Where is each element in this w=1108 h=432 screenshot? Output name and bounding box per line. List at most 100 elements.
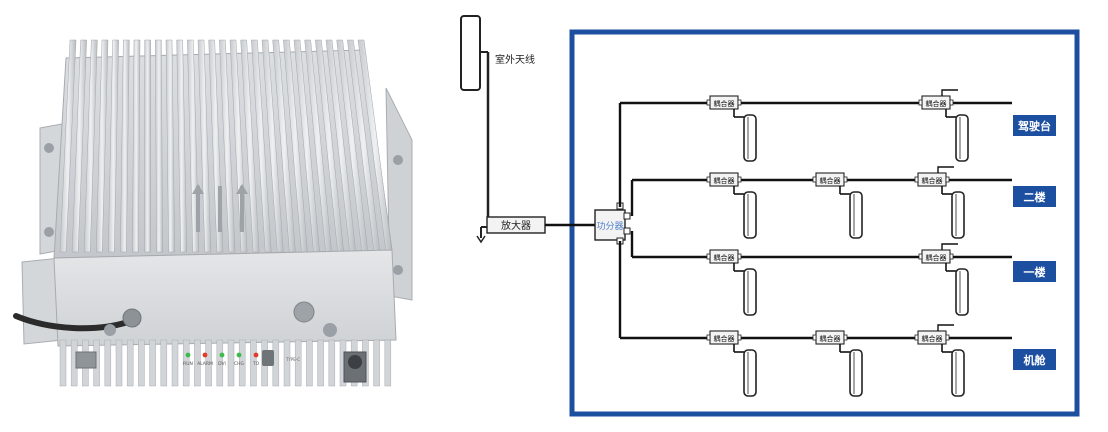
indoor-antenna: [743, 349, 757, 397]
led-label: DVI: [218, 361, 226, 367]
bottom-fin: [283, 339, 291, 387]
indoor-antenna: [743, 268, 757, 316]
bottom-fin: [317, 339, 324, 387]
led-status-panel: RUN ALARM DVI CHG TO: [183, 352, 260, 367]
led-label: CHG: [234, 361, 245, 367]
bottom-fin: [149, 339, 156, 387]
bottom-fin: [171, 339, 179, 387]
power-splitter: [594, 209, 626, 241]
indoor-distribution-network: 功分器耦合器耦合器驾驶台耦合器耦合器耦合器二楼耦合器耦合器一楼耦合器耦合器耦合器…: [545, 89, 1056, 397]
bottom-fin: [138, 339, 145, 387]
heatsink-fin: [95, 39, 109, 253]
amplifier: 放大器: [476, 216, 546, 244]
heatsink-fin: [187, 39, 200, 253]
coupler-label: 耦合器: [926, 253, 947, 262]
coupler-label: 耦合器: [820, 334, 841, 343]
coupler: 耦合器: [812, 330, 848, 345]
indoor-antenna: [955, 268, 969, 316]
bottom-fin: [160, 339, 168, 387]
heatsink-fin: [165, 39, 175, 253]
heatsink-fin: [132, 39, 141, 253]
outdoor-antenna-label: 室外天线: [495, 53, 535, 66]
indoor-antenna: [955, 114, 969, 162]
indoor-antenna: [849, 191, 863, 239]
coupler: 耦合器: [812, 172, 848, 187]
bottom-fin: [238, 339, 246, 387]
indoor-antenna: [951, 191, 965, 239]
bottom-fin: [194, 339, 201, 387]
coupler: 耦合器: [706, 330, 742, 345]
coupler: 耦合器: [918, 249, 954, 264]
status-led: [253, 352, 259, 358]
bottom-fin: [104, 339, 112, 387]
heatsink-fin: [176, 39, 187, 253]
bottom-fin: [205, 339, 212, 387]
led-label: ALARM: [197, 361, 213, 367]
coupler-label: 耦合器: [922, 334, 943, 343]
indoor-system-frame: [569, 29, 1080, 417]
bottom-fin: [227, 339, 235, 387]
status-led: [236, 352, 242, 358]
heatsink-fin: [59, 39, 77, 253]
indoor-antenna: [743, 191, 757, 239]
bottom-fin: [115, 339, 123, 387]
repeater-device-image: RUN ALARM DVI CHG TO TYPE-C: [13, 39, 413, 387]
coupler-label: 耦合器: [714, 334, 735, 343]
coupler-label: 耦合器: [922, 176, 943, 185]
heatsink-fin: [120, 39, 130, 253]
heatsink-fin: [261, 39, 284, 253]
coupler: 耦合器: [706, 249, 742, 264]
outdoor-antenna: 室外天线: [460, 15, 535, 218]
heatsink-fin: [71, 39, 87, 253]
coupler-label: 耦合器: [926, 99, 947, 108]
heatsink-fin: [219, 39, 236, 253]
bottom-fin: [182, 339, 190, 387]
coupler-label: 耦合器: [714, 99, 735, 108]
splitter-port: [623, 212, 631, 220]
floor-label: 一楼: [1013, 261, 1056, 282]
bottom-fin: [59, 339, 67, 387]
bottom-fin: [373, 339, 380, 387]
heatsink-arrows: [192, 184, 248, 232]
heatsink-fin: [155, 39, 163, 253]
coupler: 耦合器: [918, 95, 954, 110]
heatsink-fin: [251, 39, 272, 253]
heatsink-fin: [144, 39, 151, 253]
floor-label-text: 机舱: [1024, 353, 1047, 367]
status-led: [219, 352, 225, 358]
heatsink-fin: [83, 39, 98, 253]
indoor-antenna: [743, 114, 757, 162]
coupler-label: 耦合器: [714, 253, 735, 262]
bottom-fin: [306, 339, 313, 387]
led-label: TO: [252, 361, 260, 367]
type-c-label: TYPE-C: [285, 357, 300, 362]
led-label: RUN: [183, 361, 193, 367]
bottom-fin: [328, 339, 336, 387]
status-led: [202, 352, 208, 358]
heatsink-fin: [197, 39, 212, 253]
floor-label-text: 驾驶台: [1017, 119, 1051, 133]
bottom-fin: [126, 339, 134, 387]
coupler-label: 耦合器: [714, 176, 735, 185]
floor-label-text: 一楼: [1024, 265, 1046, 279]
heatsink-fin: [240, 39, 260, 253]
floor-label-text: 二楼: [1024, 190, 1046, 204]
coupler: 耦合器: [706, 95, 742, 110]
bottom-fin: [216, 339, 224, 387]
coupler: 耦合器: [706, 172, 742, 187]
splitter-port: [623, 227, 631, 235]
bottom-fin: [294, 339, 302, 387]
amplifier-label: 放大器: [501, 219, 531, 232]
power-splitter-label: 功分器: [596, 221, 623, 232]
coupler-label: 耦合器: [820, 176, 841, 185]
bottom-fin: [384, 339, 392, 387]
indoor-antenna: [849, 349, 863, 397]
floor-label: 二楼: [1013, 186, 1056, 207]
bottom-fin: [250, 339, 257, 387]
floor-label: 驾驶台: [1013, 115, 1056, 136]
floor-label: 机舱: [1013, 349, 1056, 370]
coupler: 耦合器: [914, 172, 950, 187]
type-c-port[interactable]: [262, 350, 274, 366]
heatsink-fin: [108, 39, 119, 253]
